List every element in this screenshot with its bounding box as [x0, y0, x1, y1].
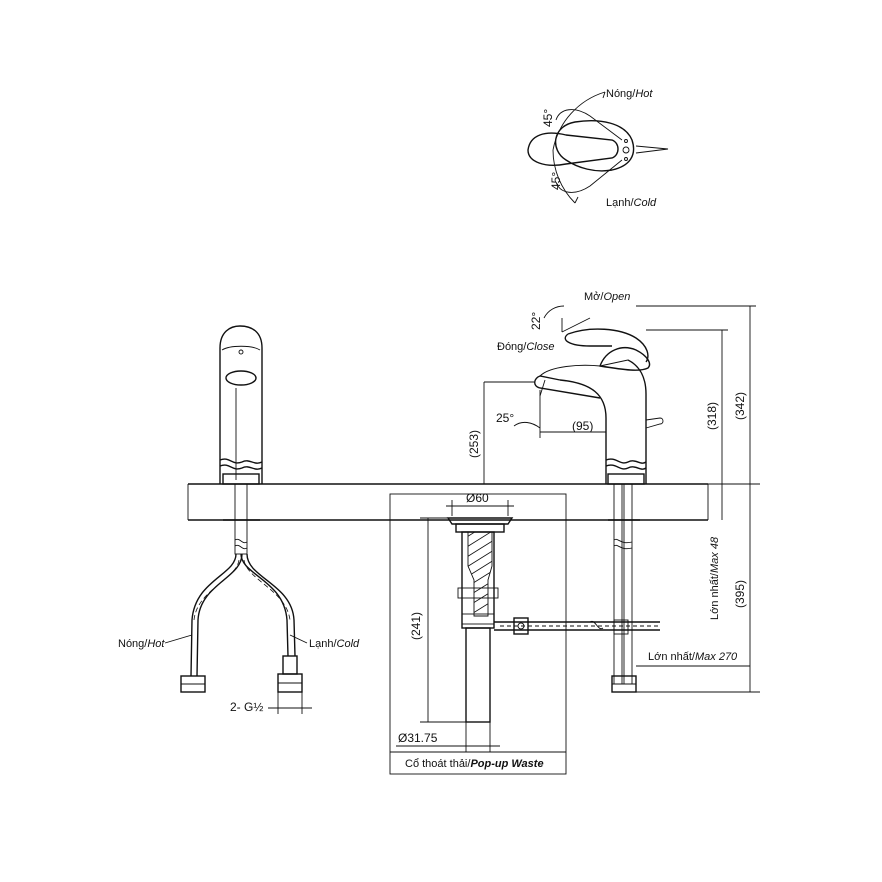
max-hose-label: Lớn nhất/ [648, 651, 696, 663]
svg-text:Đóng/Close: Đóng/Close [497, 341, 554, 353]
open-label-en: Open [603, 291, 630, 303]
faucet-side-view: 22° Mở/Open Đóng/Close (253) 25° (95) [467, 291, 760, 693]
angle-cold-label: 45° [549, 172, 563, 190]
spout-height-dim: (253) [467, 430, 481, 458]
hot-hose-label: Nóng/ [118, 638, 148, 650]
spout-reach-dim: (95) [572, 419, 593, 433]
svg-text:Nóng/Hot: Nóng/Hot [606, 88, 653, 100]
cold-label: Lạnh/ [606, 197, 634, 209]
hot-label-en: Hot [635, 88, 653, 100]
angle-open-label: 22° [529, 312, 543, 330]
max-hose-label-en: Max 270 [695, 651, 738, 663]
waste-length-dim: (241) [409, 612, 423, 640]
cold-hose-label: Lạnh/ [309, 638, 337, 650]
close-label-en: Close [526, 341, 554, 353]
max-thickness-label: Lớn nhất/ [709, 572, 721, 620]
svg-text:Mở/Open: Mở/Open [584, 291, 630, 303]
waste-pipe-diameter: Ø31.75 [398, 731, 438, 745]
svg-text:Lạnh/Cold: Lạnh/Cold [309, 638, 360, 650]
body-height-dim: (318) [705, 402, 719, 430]
angle-hot-label: 45° [541, 109, 555, 127]
svg-text:Nóng/Hot: Nóng/Hot [118, 638, 165, 650]
open-label: Mở/ [584, 291, 604, 303]
angle-spout-label: 25° [496, 411, 514, 425]
faucet-front-view: 2- G½ Nóng/Hot Lạnh/Cold [118, 325, 360, 714]
waste-top-diameter: Ø60 [466, 491, 489, 505]
waste-caption-en: Pop-up Waste [470, 758, 543, 770]
total-height-dim: (342) [733, 392, 747, 420]
waste-caption: Cổ thoát thải/ [405, 758, 471, 770]
hot-label: Nóng/ [606, 88, 636, 100]
connection-size-label: 2- G½ [230, 700, 263, 714]
max-thickness-label-en: Max 48 [709, 536, 721, 573]
cold-label-en: Cold [634, 197, 658, 209]
svg-text:Cổ thoát thải/Pop-up Waste: Cổ thoát thải/Pop-up Waste [405, 758, 544, 770]
svg-text:Lớn nhất/Max 48: Lớn nhất/Max 48 [709, 536, 721, 620]
countertop [187, 483, 709, 521]
svg-text:Lớn nhất/Max 270: Lớn nhất/Max 270 [648, 651, 738, 663]
close-label: Đóng/ [497, 341, 527, 353]
popup-waste: Ø60 (241) Ø31.75 Cổ thoát thải/Pop-up Wa… [389, 491, 660, 775]
cold-hose-label-en: Cold [337, 638, 361, 650]
handle-rotation-diagram: 45° 45° Nóng/Hot Lạnh/Cold [527, 88, 669, 209]
svg-text:Lạnh/Cold: Lạnh/Cold [606, 197, 657, 209]
below-counter-dim: (395) [733, 580, 747, 608]
hot-hose-label-en: Hot [147, 638, 165, 650]
